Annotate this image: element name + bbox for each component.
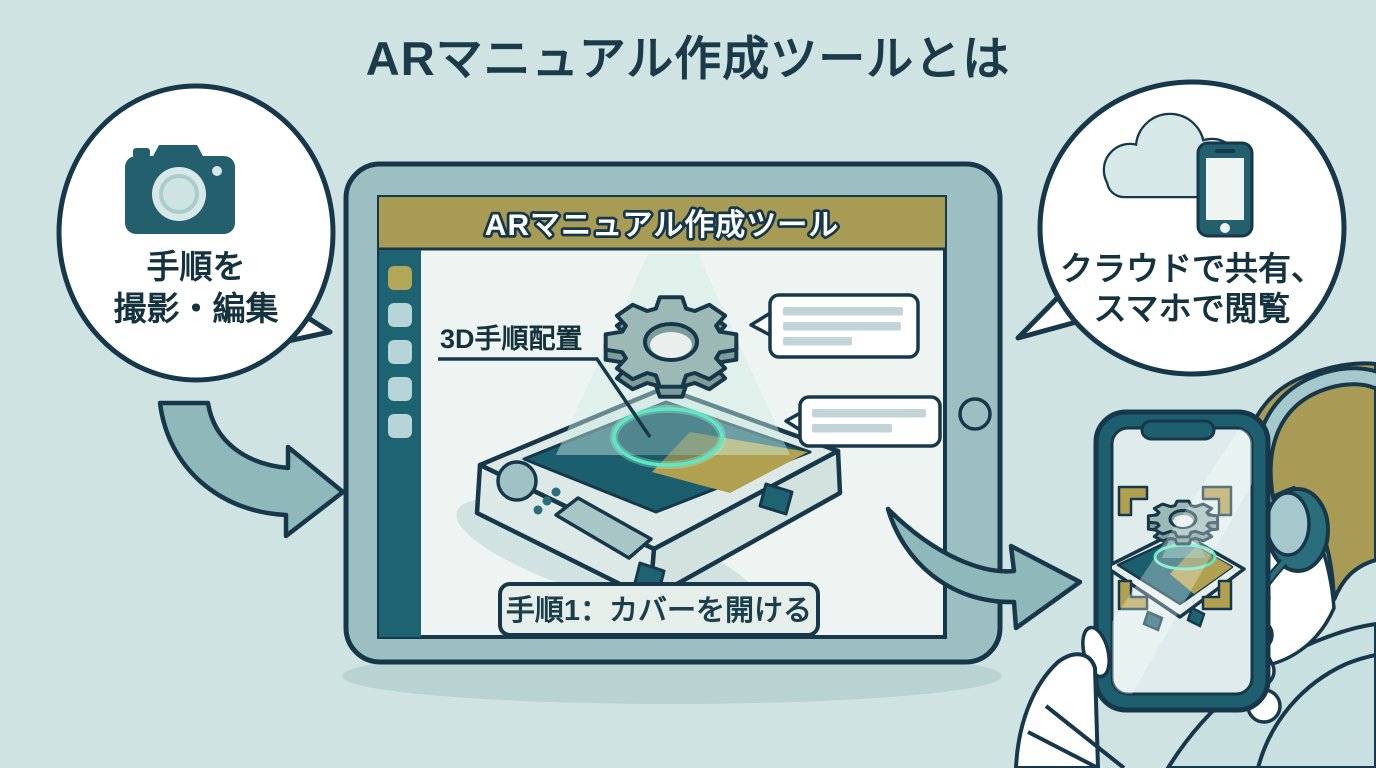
sidebar-item <box>388 414 412 438</box>
right-arrow <box>885 506 1083 631</box>
mini-machine-leg <box>1186 606 1206 628</box>
right-bubble-text-line1: クラウドで共有、 <box>1060 250 1324 287</box>
step-caption-box: 手順1：カバーを開ける <box>498 582 820 637</box>
phone-notch <box>1140 419 1216 441</box>
sleeve-cuff-lines <box>1027 704 1126 768</box>
screen-speech-bubble-1 <box>749 293 920 359</box>
left-hand <box>1013 625 1126 768</box>
camera-icon <box>125 145 235 234</box>
right-bubble-text-line2: スマホで閲覧 <box>1093 290 1290 327</box>
ar-smartphone <box>1093 409 1271 713</box>
sidebar-item <box>388 377 412 401</box>
mini-machine-leg <box>1142 610 1164 632</box>
machine-illustration <box>456 385 843 618</box>
smartphone-icon <box>1196 141 1254 238</box>
sidebar-item <box>388 303 412 327</box>
left-bubble-text-line1: 手順を <box>147 248 246 285</box>
step-caption-text: 手順1：カバーを開ける <box>506 594 812 627</box>
left-bubble-text-line2: 撮影・編集 <box>114 290 279 327</box>
screen-speech-bubble-2 <box>784 395 942 448</box>
app-header-title: ARマニュアル作成ツール <box>485 209 839 242</box>
machine-knob <box>496 460 538 502</box>
gear-icon <box>603 295 739 399</box>
tablet: 3D手順配置 手順1：カバーを開ける ARマニ <box>343 161 1003 665</box>
sidebar-item <box>388 340 412 364</box>
person-collar-line <box>1256 653 1376 768</box>
machine-gold-section <box>652 432 808 493</box>
mini-gear-icon <box>1146 499 1220 546</box>
right-speech-bubble: クラウドで共有、 スマホで閲覧 <box>1015 79 1347 377</box>
tablet-camera <box>958 397 992 431</box>
palm <box>1013 652 1101 768</box>
page-title: ARマニュアル作成ツールとは <box>366 32 1010 85</box>
annotation-3d-label: 3D手順配置 <box>440 324 583 354</box>
screen-sheen <box>1112 428 1252 694</box>
ar-glow-ring <box>610 405 726 469</box>
annotation-pointer-line <box>438 357 652 438</box>
left-arrow <box>157 400 346 539</box>
app-header-bar <box>379 197 945 249</box>
machine-leg <box>758 482 794 516</box>
left-speech-bubble: 手順を 撮影・編集 <box>56 83 336 383</box>
machine-display <box>554 496 653 560</box>
ar-viewfinder-brackets <box>1117 485 1233 611</box>
sidebar-item-active <box>388 266 412 290</box>
